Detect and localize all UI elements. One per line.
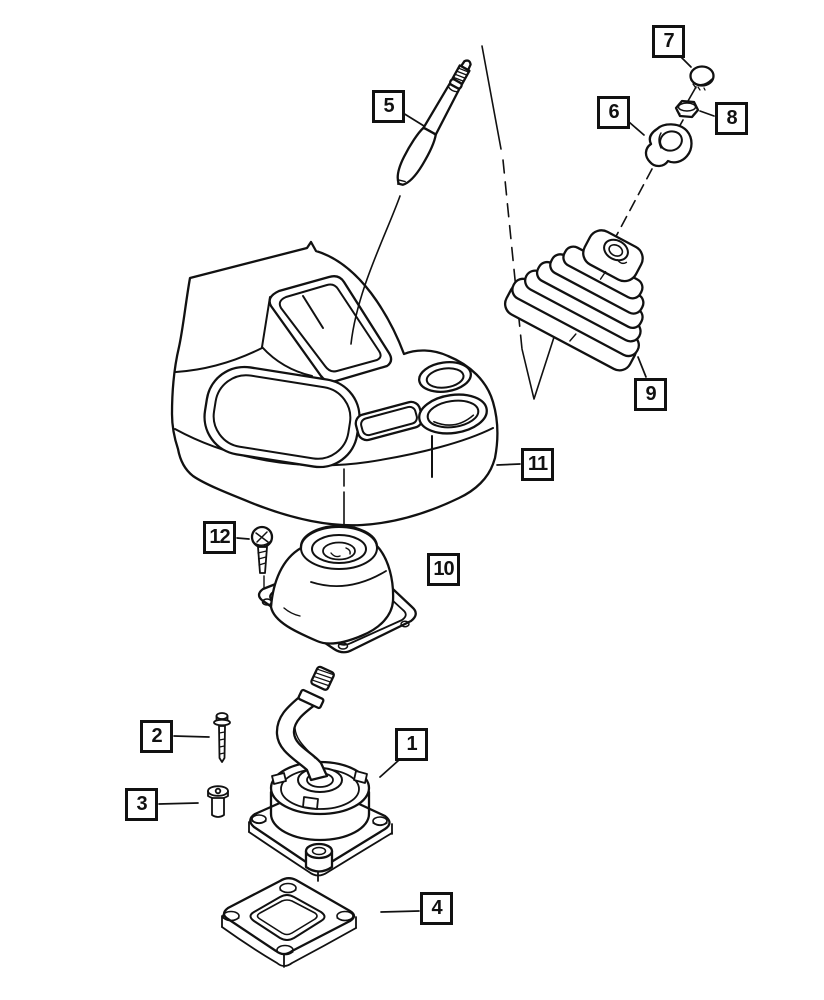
callout-box-gasket: 4 [420, 892, 453, 925]
shifter-housing-drawing [248, 665, 393, 882]
gasket-drawing [221, 877, 357, 968]
shift-lever-drawing [396, 59, 472, 186]
knob-cap-drawing [689, 65, 715, 91]
callout-box-knob-cap: 7 [652, 25, 685, 58]
lower-boot-drawing [257, 524, 417, 654]
flat-screw-drawing [207, 785, 229, 818]
callout-box-long-bolt: 2 [140, 720, 173, 753]
callout-box-boot-screw: 12 [203, 521, 236, 554]
callout-box-jam-nut: 8 [715, 102, 748, 135]
callout-box-flat-screw: 3 [125, 788, 158, 821]
callout-box-upper-boot: 9 [634, 378, 667, 411]
floor-console-drawing [170, 240, 499, 527]
boot-screw-drawing [250, 525, 274, 574]
callout-box-floor-console: 11 [521, 448, 554, 481]
callout-leader-lines [158, 56, 715, 913]
callout-box-shifter-housing: 1 [395, 728, 428, 761]
callout-box-lower-boot: 10 [427, 553, 460, 586]
callout-box-shift-knob: 6 [597, 96, 630, 129]
jam-nut-drawing [674, 99, 700, 119]
long-bolt-drawing [213, 712, 231, 763]
shift-knob-drawing [644, 123, 693, 168]
upper-boot-drawing [503, 229, 645, 372]
callout-box-shift-lever: 5 [372, 90, 405, 123]
